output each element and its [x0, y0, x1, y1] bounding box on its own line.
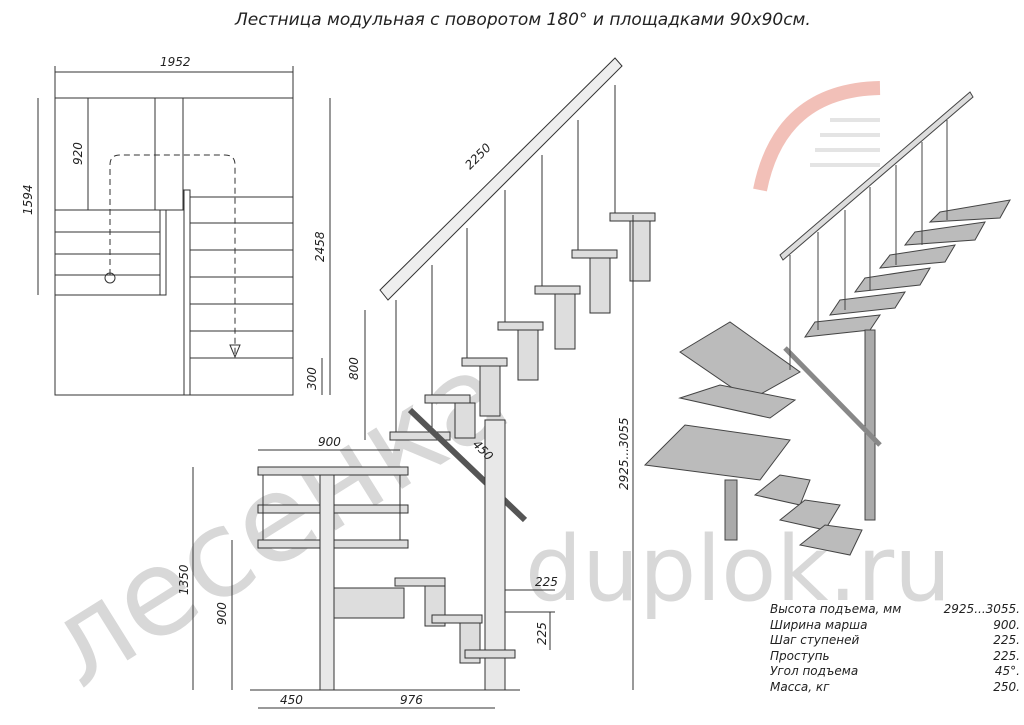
logo-lines — [810, 118, 880, 167]
dim-step-rise: 225 — [535, 575, 558, 589]
dim-landing-width: 900 — [318, 435, 341, 449]
watermark-brand: лесенка — [22, 324, 532, 715]
spec-label: Шаг ступеней — [770, 633, 860, 647]
spec-value: 225. — [993, 648, 1020, 663]
dim-total-height: 2925...3055 — [617, 417, 631, 490]
dim-lower-height: 900 — [215, 602, 229, 625]
spec-row: Масса, кг 250. — [770, 680, 1020, 696]
spec-value: 45°. — [994, 664, 1020, 678]
isometric-view — [643, 91, 1011, 556]
spec-value: 250. — [993, 679, 1020, 694]
side-elevation — [192, 57, 656, 709]
dim-upper-height: 1350 — [177, 564, 191, 595]
spec-row: Проступь 225. — [770, 649, 1020, 665]
dim-plan-step: 300 — [305, 367, 319, 390]
watermark-site: duplok.ru — [525, 517, 951, 622]
spec-value: 225. — [993, 633, 1020, 647]
spec-label: Проступь — [770, 648, 830, 663]
spec-label: Высота подъема, мм — [770, 602, 902, 616]
dim-step-run: 225 — [535, 622, 549, 645]
spec-label: Масса, кг — [770, 679, 830, 694]
dim-railing-length: 2250 — [462, 140, 494, 172]
drawing-title: Лестница модульная с поворотом 180° и пл… — [235, 10, 811, 30]
spec-label: Угол подъема — [770, 664, 859, 678]
dim-plan-landing: 920 — [71, 142, 85, 165]
plan-view — [37, 66, 331, 396]
spec-label: Ширина марша — [770, 617, 868, 632]
dim-railing-height: 800 — [347, 357, 361, 380]
spec-value: 900. — [993, 617, 1020, 632]
logo-arc — [753, 81, 881, 192]
spec-row: Шаг ступеней 225. — [770, 633, 1020, 649]
dim-plan-depth: 1594 — [21, 184, 35, 215]
dim-base-offset: 450 — [280, 693, 303, 707]
dim-base-span: 976 — [400, 693, 423, 707]
spec-row: Высота подъема, мм 2925...3055. — [770, 602, 1020, 618]
spec-row: Ширина марша 900. — [770, 618, 1020, 634]
specs-table: Высота подъема, мм 2925...3055. Ширина ма… — [770, 602, 1020, 695]
dim-plan-length: 2458 — [313, 231, 327, 262]
dim-plan-width: 1952 — [160, 55, 191, 69]
spec-row: Угол подъема 45°. — [770, 664, 1020, 680]
spec-value: 2925...3055. — [943, 602, 1020, 616]
